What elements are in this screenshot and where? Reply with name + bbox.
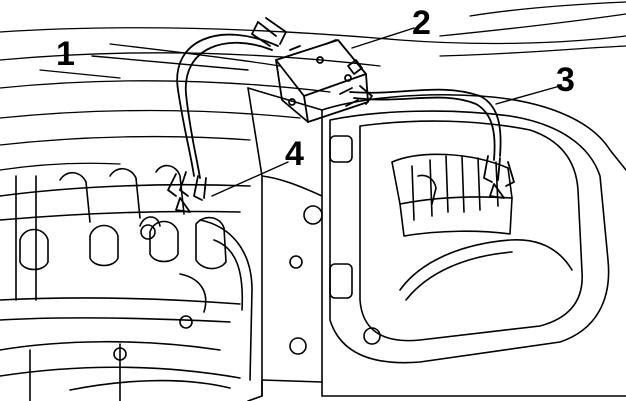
compartment-interior [391, 153, 573, 301]
callout-number-1: 1 [56, 35, 75, 73]
callout-number-2: 2 [412, 4, 431, 42]
callout-leaders [91, 27, 561, 197]
deck-contour-lines [0, 1, 626, 171]
callout-number-4: 4 [285, 135, 304, 173]
engine-block [0, 164, 253, 401]
center-console [247, 87, 626, 401]
callout-number-3: 3 [556, 61, 575, 99]
control-box [275, 39, 369, 123]
lead-wires [167, 17, 515, 213]
